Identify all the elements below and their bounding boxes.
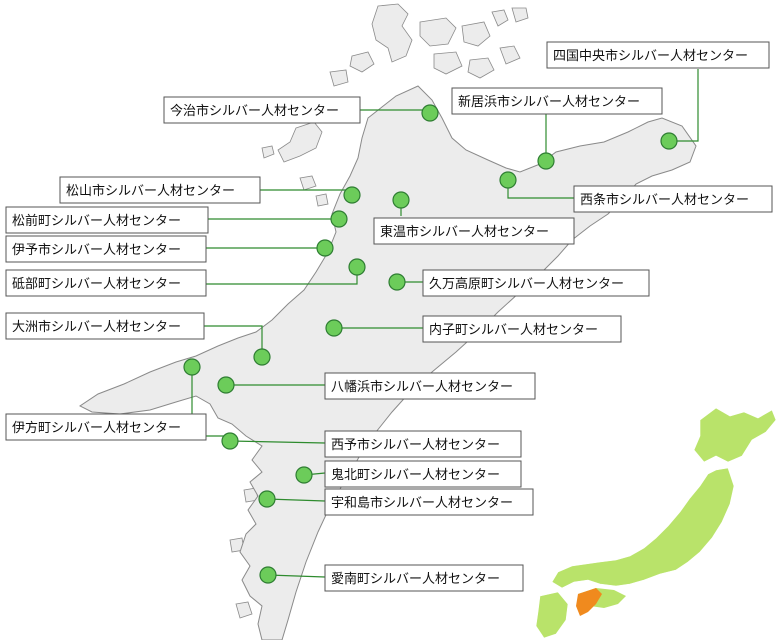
marker-ikata[interactable]	[183, 358, 201, 376]
label-iyo[interactable]: 伊予市シルバー人材センター	[5, 235, 207, 263]
marker-kumakogen[interactable]	[388, 273, 406, 291]
label-uwajima[interactable]: 宇和島市シルバー人材センター	[324, 488, 534, 516]
label-text-toon: 東温市シルバー人材センター	[380, 224, 549, 240]
label-text-yawatahama: 八幡浜市シルバー人材センター	[331, 379, 513, 395]
japan-inset-map	[535, 407, 777, 639]
label-seiyo[interactable]: 西予市シルバー人材センター	[324, 430, 522, 458]
label-text-iyo: 伊予市シルバー人材センター	[12, 242, 181, 258]
label-text-matsuyama: 松山市シルバー人材センター	[66, 183, 235, 199]
label-niihama[interactable]: 新居浜市シルバー人材センター	[451, 87, 663, 115]
label-text-ozu: 大洲市シルバー人材センター	[12, 319, 181, 335]
labels: 四国中央市シルバー人材センター 今治市シルバー人材センター 新居浜市シルバー人材…	[5, 41, 773, 592]
label-kumakogen[interactable]: 久万高原町シルバー人材センター	[422, 269, 650, 297]
label-text-ikata: 伊方町シルバー人材センター	[12, 420, 181, 436]
label-saijo[interactable]: 西条市シルバー人材センター	[573, 185, 773, 213]
marker-seiyo[interactable]	[221, 432, 239, 450]
label-text-shikokuchuo: 四国中央市シルバー人材センター	[553, 48, 748, 64]
label-toon[interactable]: 東温市シルバー人材センター	[373, 217, 575, 245]
label-text-imabari: 今治市シルバー人材センター	[170, 103, 339, 119]
marker-kihoku[interactable]	[295, 466, 313, 484]
marker-shikokuchuo[interactable]	[660, 132, 678, 150]
label-text-kumakogen: 久万高原町シルバー人材センター	[429, 276, 624, 292]
marker-iyo[interactable]	[316, 239, 334, 257]
marker-saijo[interactable]	[499, 171, 517, 189]
label-tobe[interactable]: 砥部町シルバー人材センター	[5, 269, 207, 297]
label-yawatahama[interactable]: 八幡浜市シルバー人材センター	[324, 372, 536, 400]
label-imabari[interactable]: 今治市シルバー人材センター	[163, 96, 361, 124]
label-ozu[interactable]: 大洲市シルバー人材センター	[5, 312, 205, 340]
marker-masaki[interactable]	[330, 210, 348, 228]
label-uchiko[interactable]: 内子町シルバー人材センター	[422, 315, 622, 343]
marker-tobe[interactable]	[348, 258, 366, 276]
label-text-seiyo: 西予市シルバー人材センター	[331, 437, 500, 453]
marker-yawatahama[interactable]	[217, 376, 235, 394]
label-text-uwajima: 宇和島市シルバー人材センター	[331, 495, 513, 511]
marker-uchiko[interactable]	[325, 319, 343, 337]
label-kihoku[interactable]: 鬼北町シルバー人材センター	[324, 460, 522, 488]
marker-ozu[interactable]	[253, 348, 271, 366]
label-text-uchiko: 内子町シルバー人材センター	[429, 322, 598, 338]
marker-toon[interactable]	[392, 191, 410, 209]
label-masaki[interactable]: 松前町シルバー人材センター	[5, 206, 209, 234]
islands	[229, 3, 529, 637]
label-text-niihama: 新居浜市シルバー人材センター	[458, 94, 640, 110]
ehime-landmass	[79, 85, 697, 640]
label-text-ainan: 愛南町シルバー人材センター	[331, 571, 500, 587]
marker-imabari[interactable]	[421, 104, 439, 122]
markers	[183, 104, 678, 584]
label-text-tobe: 砥部町シルバー人材センター	[12, 277, 181, 292]
label-text-masaki: 松前町シルバー人材センター	[12, 213, 181, 229]
marker-ainan[interactable]	[259, 566, 277, 584]
label-ainan[interactable]: 愛南町シルバー人材センター	[324, 564, 524, 592]
label-ikata[interactable]: 伊方町シルバー人材センター	[5, 413, 207, 441]
label-text-kihoku: 鬼北町シルバー人材センター	[331, 467, 500, 483]
label-text-saijo: 西条市シルバー人材センター	[580, 192, 749, 208]
label-shikokuchuo[interactable]: 四国中央市シルバー人材センター	[546, 41, 770, 69]
label-matsuyama[interactable]: 松山市シルバー人材センター	[59, 176, 261, 204]
marker-uwajima[interactable]	[258, 490, 276, 508]
marker-niihama[interactable]	[537, 152, 555, 170]
marker-matsuyama[interactable]	[343, 186, 361, 204]
ehime-highlight	[576, 588, 602, 616]
